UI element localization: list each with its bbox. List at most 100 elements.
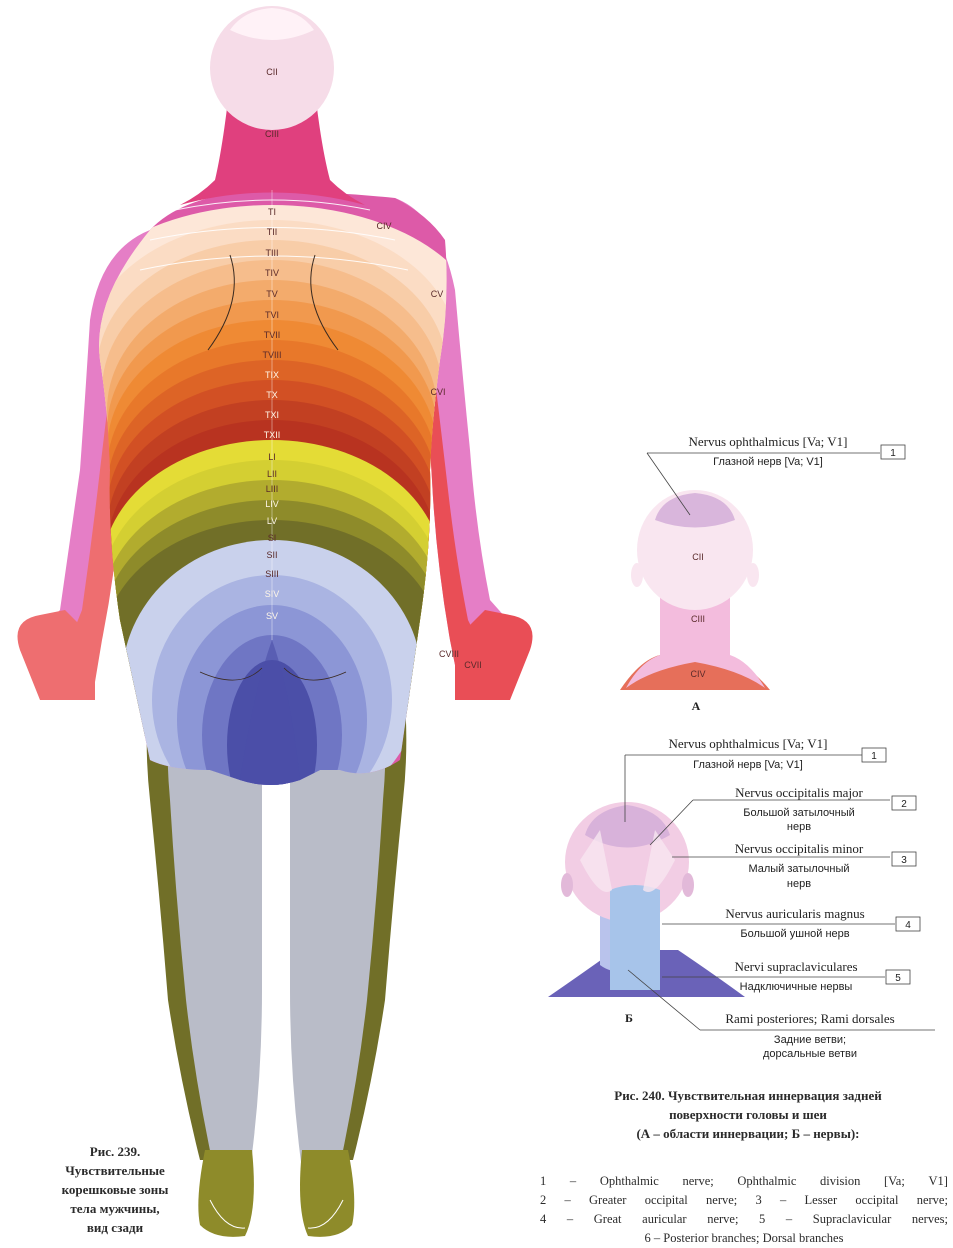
panel-b-callout-3-russian2: нерв [787, 878, 811, 890]
label-s1: SI [268, 533, 277, 543]
figure-239-caption-line: Чувствительные [10, 1161, 220, 1180]
legend-word: Lesser [805, 1191, 838, 1210]
legend-word: [Va; [884, 1172, 905, 1191]
label-c7: CVII [464, 660, 482, 670]
figure-239-caption-line: вид сзади [10, 1218, 220, 1237]
label-t2: TII [267, 227, 278, 237]
figure-240-caption: Рис. 240. Чувствительная иннервация задн… [548, 1086, 948, 1143]
panel-a-head: CII CIII CIV А Nervus ophthalmicus [Va; … [620, 434, 905, 713]
label-t11: TXI [265, 410, 279, 420]
legend-word: – [786, 1210, 792, 1229]
panel-b-callout-2-latin: Nervus occipitalis major [735, 785, 863, 800]
figure-239-caption-line: Рис. 239. [10, 1142, 220, 1161]
label-t4: TIV [265, 268, 279, 278]
label-c8: CVIII [439, 649, 459, 659]
figure-239-caption-line: тела мужчины, [10, 1199, 220, 1218]
label-t6: TVI [265, 310, 279, 320]
legend-word: auricular [642, 1210, 686, 1229]
legend-word: Ophthalmic [737, 1172, 796, 1191]
label-l1: LI [268, 452, 276, 462]
panel-a-callout-russian: Глазной нерв [Va; V1] [713, 456, 823, 468]
legend-word: nerve; [917, 1191, 948, 1210]
legend-row-1: 1 – Ophthalmic nerve; Ophthalmic divisio… [540, 1172, 948, 1191]
label-s4: SIV [265, 589, 280, 599]
label-t1: TI [268, 207, 276, 217]
panel-b-callout-3-number: 3 [901, 855, 907, 866]
label-s5: SV [266, 611, 278, 621]
panel-b-callout-2-russian2: нерв [787, 821, 811, 833]
figure-239-caption: Рис. 239. Чувствительные корешковые зоны… [10, 1142, 220, 1237]
label-t7: TVII [264, 330, 281, 340]
label-c4: CIV [376, 221, 391, 231]
label-t3: TIII [266, 248, 279, 258]
legend-word: occipital [645, 1191, 688, 1210]
panel-b-callout-3-latin: Nervus occipitalis minor [735, 841, 864, 856]
foot-right [300, 1150, 354, 1237]
panel-b-callout-4-number: 4 [905, 920, 911, 931]
label-t8: TVIII [262, 350, 281, 360]
panel-b-callout-1-number: 1 [871, 751, 877, 762]
panel-b-callout-5-latin: Nervi supraclaviculares [734, 959, 857, 974]
legend-row-3: 4 – Great auricular nerve; 5 – Supraclav… [540, 1210, 948, 1229]
panel-b-head: Б Nervus ophthalmicus [Va; V1] Глазной н… [548, 736, 935, 1060]
figure-240-caption-line: поверхности головы и шеи [548, 1105, 948, 1124]
label-t12: TXII [264, 430, 281, 440]
label-l5: LV [267, 516, 277, 526]
panel-b-callout-3-russian: Малый затылочный [748, 863, 849, 875]
panel-a-callout-latin: Nervus ophthalmicus [Va; V1] [689, 434, 848, 449]
panel-b-callout-1-russian: Глазной нерв [Va; V1] [693, 759, 803, 771]
panel-b-callout-6-russian2: дорсальные ветви [763, 1048, 857, 1060]
panel-b-letter: Б [625, 1011, 633, 1025]
body-back-view [18, 6, 533, 1237]
legend-word: nerve; [707, 1210, 738, 1229]
legend-row-2: 2 – Greater occipital nerve; 3 – Lesser … [540, 1191, 948, 1210]
legend-word: nerve; [682, 1172, 713, 1191]
legend-word: 3 [756, 1191, 762, 1210]
panel-a-letter: А [692, 699, 701, 713]
legend-word: Ophthalmic [600, 1172, 659, 1191]
legend-word: occipital [855, 1191, 898, 1210]
label-l4: LIV [265, 499, 279, 509]
panel-b-callout-2-number: 2 [901, 799, 907, 810]
legend-word: 4 [540, 1210, 546, 1229]
label-l3: LIII [266, 484, 279, 494]
legend-word: – [565, 1191, 571, 1210]
label-t5: TV [266, 289, 278, 299]
legend-row-4: 6 – Posterior branches; Dorsal branches [540, 1229, 948, 1248]
label-c2: CII [266, 67, 278, 77]
legend-word: nerves; [912, 1210, 948, 1229]
panel-b-callout-2-russian: Большой затылочный [743, 807, 855, 819]
legend-word: – [567, 1210, 573, 1229]
label-c5: CV [431, 289, 444, 299]
panel-b-callout-1-latin: Nervus ophthalmicus [Va; V1] [669, 736, 828, 751]
legend-row-4-text: 6 – Posterior branches; Dorsal branches [645, 1229, 844, 1248]
legend-word: V1] [928, 1172, 947, 1191]
label-s3: SIII [265, 569, 279, 579]
legend-word: 1 [540, 1172, 546, 1191]
panel-b-callout-6-latin: Rami posteriores; Rami dorsales [725, 1011, 894, 1026]
panel-a-label-c2: CII [692, 552, 704, 562]
legend-word: 2 [540, 1191, 546, 1210]
figure-239-caption-line: корешковые зоны [10, 1180, 220, 1199]
figure-240-caption-line: Рис. 240. Чувствительная иннервация задн… [548, 1086, 948, 1105]
label-c3: CIII [265, 129, 279, 139]
panel-a-callout-number: 1 [890, 448, 896, 459]
legend-word: Greater [589, 1191, 626, 1210]
panel-b-callout-5-russian: Надключичные нервы [740, 981, 853, 993]
legend-word: nerve; [706, 1191, 737, 1210]
label-t10: TX [266, 390, 278, 400]
label-s2: SII [266, 550, 277, 560]
legend-word: division [820, 1172, 860, 1191]
figure-240-caption-line: (А – области иннервации; Б – нервы): [548, 1124, 948, 1143]
legend-word: Great [594, 1210, 622, 1229]
panel-b-callout-4-latin: Nervus auricularis magnus [725, 906, 864, 921]
legend-word: Supraclavicular [813, 1210, 891, 1229]
label-t9: TIX [265, 370, 279, 380]
legend-word: 5 [759, 1210, 765, 1229]
panel-b-callout-4-russian: Большой ушной нерв [740, 928, 849, 940]
figure-240-legend: 1 – Ophthalmic nerve; Ophthalmic divisio… [540, 1172, 948, 1248]
label-c6: CVI [430, 387, 445, 397]
panel-a-label-c4: CIV [690, 669, 705, 679]
panel-a-label-c3: CIII [691, 614, 705, 624]
